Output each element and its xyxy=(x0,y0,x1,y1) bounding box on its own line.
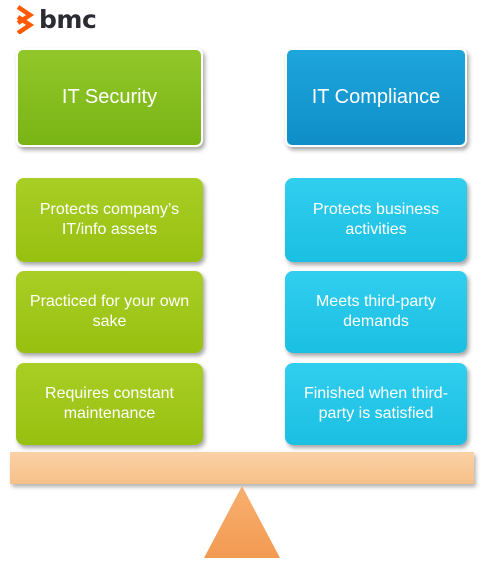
fulcrum-triangle xyxy=(204,486,280,558)
compliance-item-third-party: Meets third-party demands xyxy=(285,271,467,353)
compliance-item-business: Protects business activities xyxy=(285,178,467,262)
security-item-own-sake: Practiced for your own sake xyxy=(16,271,203,353)
security-item-assets: Protects company’s IT/info assets xyxy=(16,178,203,262)
it-compliance-header: IT Compliance xyxy=(285,48,467,147)
brand-name: bmc xyxy=(39,4,97,34)
bmc-logo: bmc xyxy=(14,4,97,34)
bmc-logo-icon xyxy=(16,5,35,34)
security-item-maintenance: Requires constant maintenance xyxy=(16,363,203,445)
compliance-item-finished: Finished when third-party is satisfied xyxy=(285,363,467,445)
balance-plank xyxy=(10,452,474,484)
it-security-header: IT Security xyxy=(16,48,203,147)
